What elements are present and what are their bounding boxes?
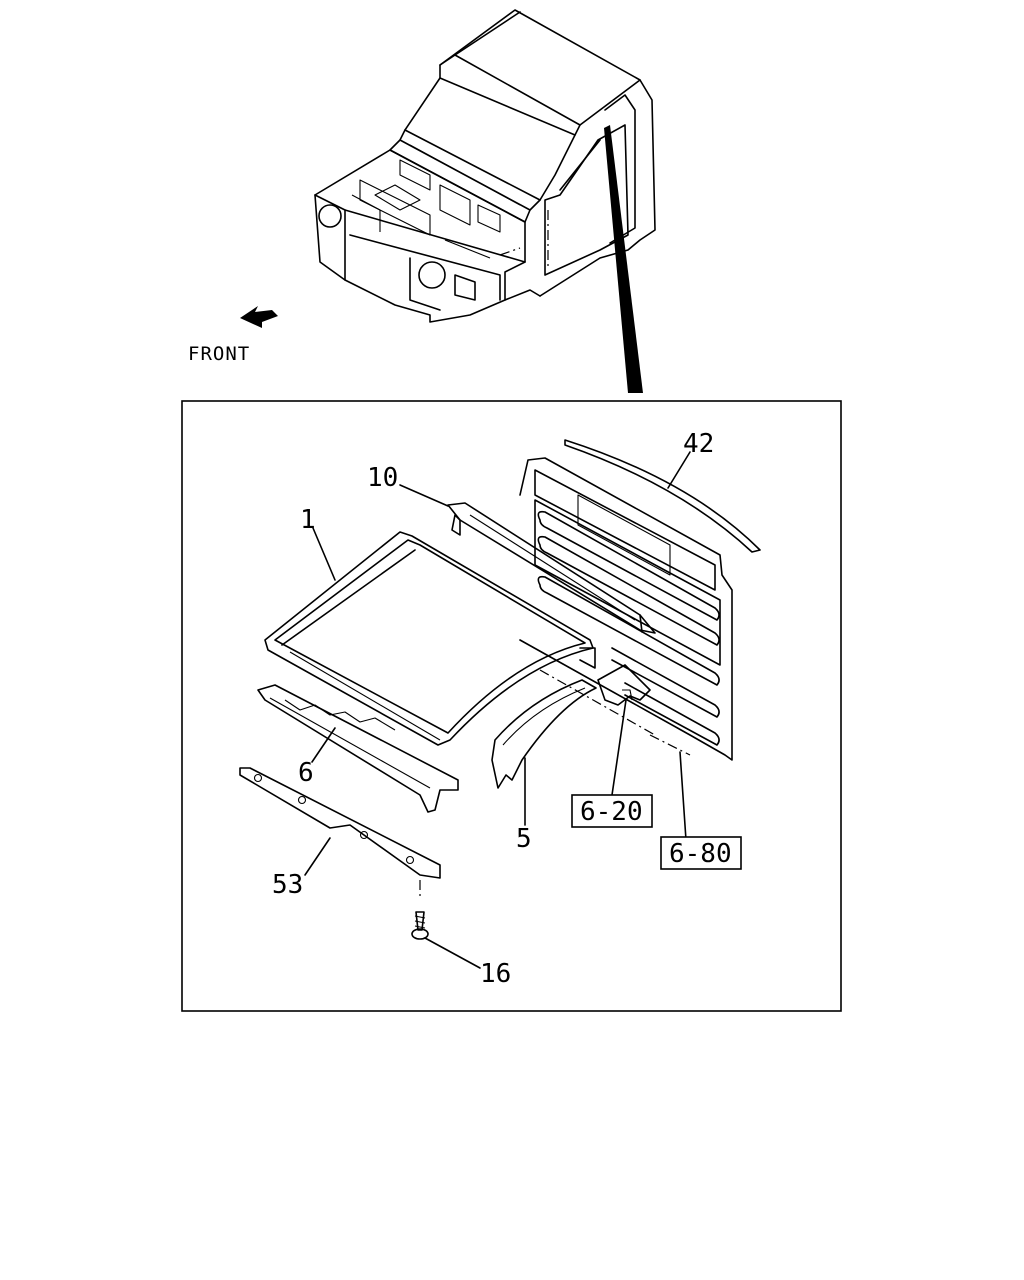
- callout-wedge: [604, 125, 643, 393]
- part-6-reinforcement: [257, 684, 459, 813]
- reference-box-6-20[interactable]: 6-20: [571, 794, 653, 828]
- part-16-screw: [411, 880, 429, 940]
- reference-label: 6-80: [669, 839, 732, 869]
- reference-label: 6-20: [580, 797, 643, 827]
- part-42-rail: [564, 439, 761, 553]
- part-5-pillar: [491, 679, 597, 789]
- part-label: 42: [683, 429, 714, 459]
- part-label: 1: [300, 505, 316, 535]
- part-53-strip: [239, 767, 441, 879]
- arrow-front-icon: [240, 306, 278, 328]
- part-1-roof: [264, 531, 596, 746]
- part-label: 10: [367, 463, 398, 493]
- part-label: 5: [516, 824, 532, 854]
- leader-lines: [304, 451, 691, 969]
- part-label: 53: [272, 870, 303, 900]
- detail-frame: [181, 400, 842, 1012]
- cab-overview: [314, 9, 656, 323]
- part-label: 6: [298, 758, 314, 788]
- part-6-20-bracket: [597, 664, 651, 706]
- part-10-header: [447, 502, 656, 634]
- reference-box-6-80[interactable]: 6-80: [660, 836, 742, 870]
- front-label: FRONT: [188, 343, 250, 365]
- part-label: 16: [480, 959, 511, 989]
- back-panel-6-80: [519, 457, 733, 761]
